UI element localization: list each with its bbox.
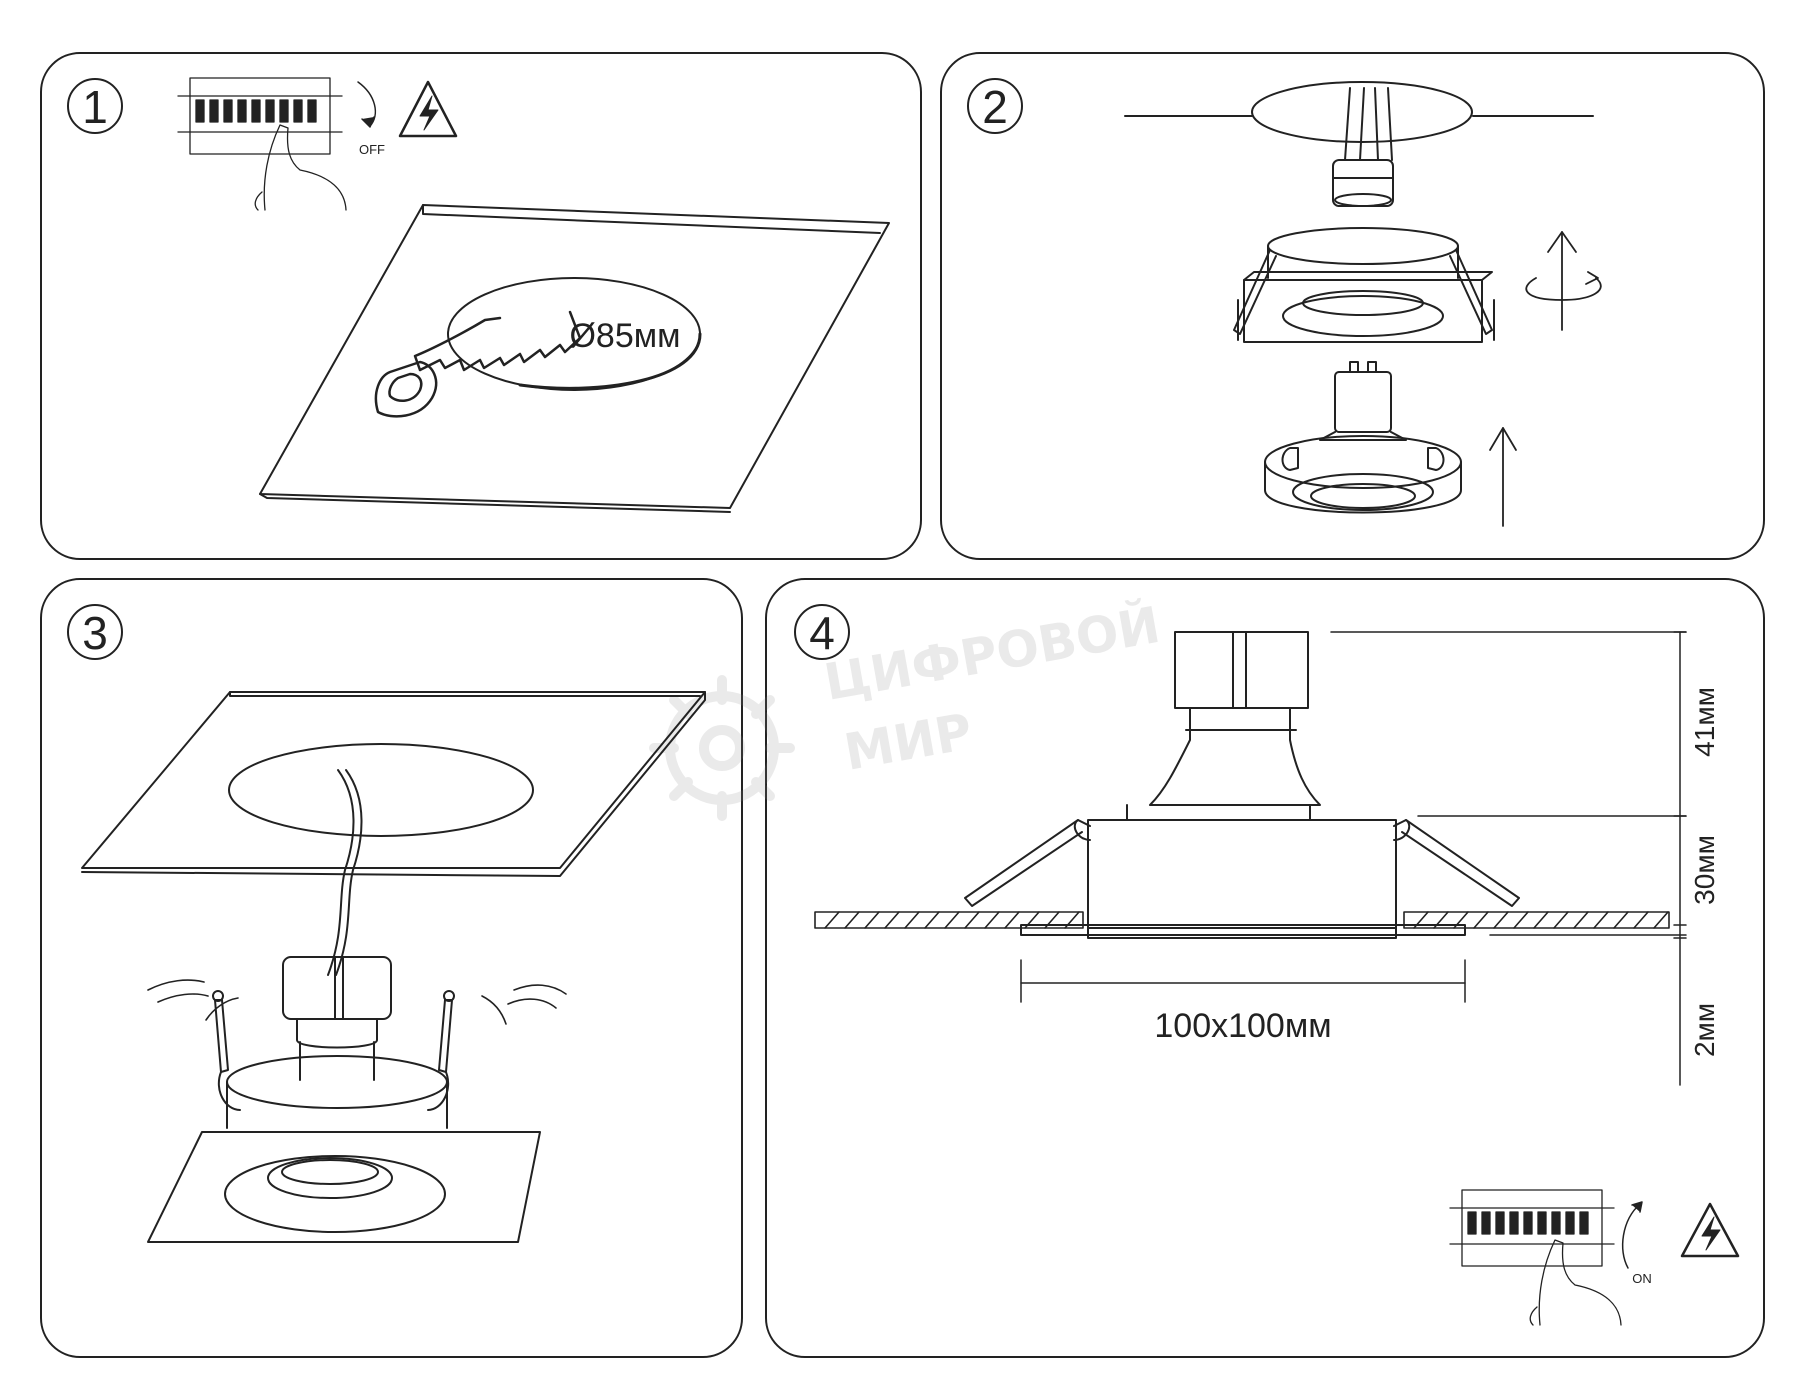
ceiling-cutout-diagram <box>1124 81 1594 161</box>
gu10-socket-connector <box>1332 159 1394 207</box>
lamp-holder-ring <box>1264 361 1462 514</box>
gear-icon <box>649 675 795 821</box>
step-2: 2 <box>967 78 1602 527</box>
switch-off-label: OFF <box>359 142 385 157</box>
step-1-badge <box>67 78 123 134</box>
step-2-panel <box>940 52 1765 560</box>
height-top-label: 41мм <box>1689 687 1720 757</box>
step-1: 1 OFF <box>67 77 890 513</box>
hole-diameter-label: Ø85мм <box>569 317 680 355</box>
step-1-panel <box>40 52 922 560</box>
step-2-number: 2 <box>982 81 1008 133</box>
switch-on-arrow-icon <box>1621 1201 1643 1269</box>
fixture-cross-section <box>964 631 1520 939</box>
breaker-panel-icon <box>177 77 347 211</box>
watermark-line2: МИР <box>840 702 976 781</box>
breaker-panel-icon <box>1449 1189 1622 1326</box>
ceiling-hatch-left <box>814 911 1084 929</box>
ceiling-panel-diagram <box>259 204 890 513</box>
motion-lines <box>147 979 567 1025</box>
power-cable <box>327 769 363 976</box>
watermark: ЦИФРОВОЙ МИР <box>649 595 1165 821</box>
high-voltage-warning-icon <box>398 80 458 138</box>
up-arrow-icon <box>1489 427 1517 527</box>
hole-saw-icon <box>374 310 582 418</box>
step-3: 3 <box>67 604 706 1243</box>
switch-on-label: ON <box>1632 1271 1652 1286</box>
step-4-number: 4 <box>809 607 835 659</box>
height-mid-label: 30мм <box>1689 835 1720 905</box>
watermark-line1: ЦИФРОВОЙ <box>820 595 1165 712</box>
thickness-label: 2мм <box>1689 1003 1720 1057</box>
step-3-badge <box>67 604 123 660</box>
step-2-badge <box>967 78 1023 134</box>
switch-off-arrow-icon <box>357 81 377 128</box>
dimension-lines <box>1020 631 1687 1086</box>
step-1-number: 1 <box>82 81 108 133</box>
step-3-number: 3 <box>82 607 108 659</box>
ceiling-panel-diagram <box>81 691 706 877</box>
square-fixture-frame <box>1233 227 1495 343</box>
step-4: 4 <box>794 604 1740 1326</box>
step-4-badge <box>794 604 850 660</box>
fixture-with-spring-clips <box>147 956 541 1243</box>
ceiling-hatch-right <box>1403 911 1670 929</box>
rotate-arrows-icon <box>1525 231 1602 331</box>
size-dimension-label: 100x100мм <box>1154 1007 1331 1045</box>
high-voltage-warning-icon <box>1680 1202 1740 1258</box>
